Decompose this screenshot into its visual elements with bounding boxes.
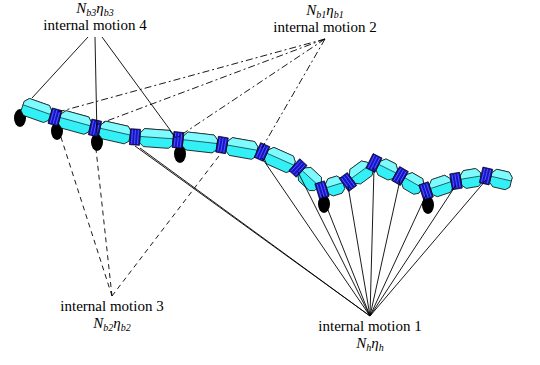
joint (129, 129, 140, 146)
segment-face (140, 129, 173, 139)
leader-line (370, 185, 456, 316)
segment-face (460, 169, 481, 180)
joint (289, 159, 307, 178)
joint (479, 167, 492, 185)
leader-lines (32, 37, 486, 316)
segment-face (491, 169, 512, 181)
body-segment (182, 132, 217, 153)
symbol-label: Nhηh (285, 335, 455, 356)
body-segment (490, 169, 513, 189)
leader-line (262, 39, 325, 148)
segment-face (349, 161, 369, 178)
leader-line (135, 146, 370, 316)
leader-line (96, 39, 325, 125)
joint (450, 172, 462, 189)
body-segment (99, 121, 131, 144)
segment-face (100, 121, 131, 135)
segment-face (227, 138, 258, 151)
body-segment (226, 138, 258, 160)
segment-face (60, 111, 91, 126)
segment-face (379, 159, 398, 173)
motion-label: internal motion 3 (27, 298, 197, 315)
leader-line (370, 195, 426, 316)
leader-line (348, 186, 370, 316)
leader-line (322, 195, 370, 316)
segment-face (267, 147, 295, 165)
symbol-label: Nb2ηb2 (27, 315, 197, 336)
motion-label: internal motion 1 (285, 318, 455, 335)
joint (88, 119, 101, 137)
body-segment (58, 111, 91, 135)
body-segment (140, 129, 174, 149)
joint (216, 136, 229, 153)
leader-line (95, 140, 112, 296)
joint (315, 181, 329, 199)
leader-line (370, 180, 400, 316)
segment-face (23, 98, 52, 114)
segment-face (183, 132, 217, 143)
leader-line (102, 37, 176, 138)
leader-line (58, 128, 112, 296)
leader-line (298, 172, 370, 316)
body-segment (21, 98, 52, 122)
leader-line (370, 180, 486, 316)
leader-line (58, 39, 325, 112)
leader-line (370, 168, 374, 316)
leader-line (140, 148, 370, 316)
motion-label: internal motion 4 (10, 17, 180, 34)
motion-label: internal motion 2 (240, 19, 410, 36)
snake-body (14, 98, 512, 214)
joint (48, 108, 62, 126)
leader-line (95, 37, 97, 136)
leader-line (178, 39, 325, 137)
body-segment (429, 175, 453, 196)
leader-line (112, 152, 222, 296)
segment-face (429, 175, 451, 188)
leader-line (262, 158, 370, 316)
joint (392, 167, 409, 186)
body-segment (460, 169, 482, 189)
leader-line (32, 37, 88, 98)
joint (419, 182, 434, 200)
